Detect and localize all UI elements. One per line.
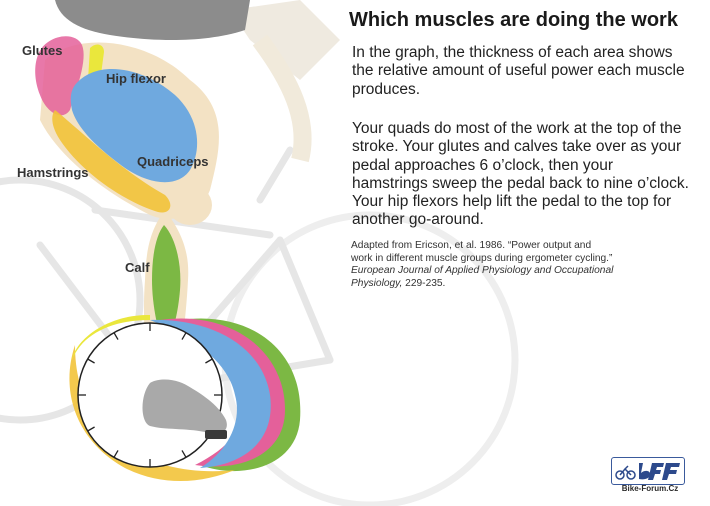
glutes-label: Glutes [22,43,63,58]
citation-journal-name-end: Physiology, [351,277,403,289]
clock-tick [113,332,119,340]
calf-label: Calf [125,260,150,275]
logo-badge [611,457,685,485]
hip-flexor-power-area [72,314,150,360]
rider-silhouette [55,0,340,163]
citation-line-2: work in different muscle groups during e… [351,252,613,264]
clock-tick [205,358,213,364]
logo-text: Bike-Forum.Cz [621,484,679,493]
citation-journal-line-1: European Journal of Applied Physiology a… [351,265,614,276]
quadriceps-muscle [70,68,198,183]
site-logo[interactable]: Bike-Forum.Cz [611,457,685,493]
clock-tick [87,358,95,364]
explanation-paragraph-2: Your quads do most of the work at the to… [352,120,689,229]
citation-pages: 229-235. [402,277,446,289]
bike-logo-icon [615,463,680,480]
pedal-stroke-chart [69,314,301,482]
citation-journal-line-2: Physiology, 229-235. [351,278,651,291]
hamstrings-muscle [52,110,171,213]
clock-ticks [78,323,222,467]
quadriceps-power-area [150,319,271,468]
hamstrings-label: Hamstrings [17,165,89,180]
page-title: Which muscles are doing the work [349,9,678,31]
quadriceps-label: Quadriceps [137,154,209,169]
hip-flexor-label: Hip flexor [106,71,166,86]
citation-line-1: Adapted from Ericson, et al. 1986. “Powe… [351,240,592,251]
explanation-paragraph-1: In the graph, the thickness of each area… [352,44,685,98]
clock-tick [113,450,119,458]
clock-tick [181,450,187,458]
clock-tick [87,426,95,432]
cycling-shoe [142,379,227,439]
citation: Adapted from Ericson, et al. 1986. “Powe… [351,240,651,290]
pedal [205,430,227,439]
clock-tick [181,332,187,340]
